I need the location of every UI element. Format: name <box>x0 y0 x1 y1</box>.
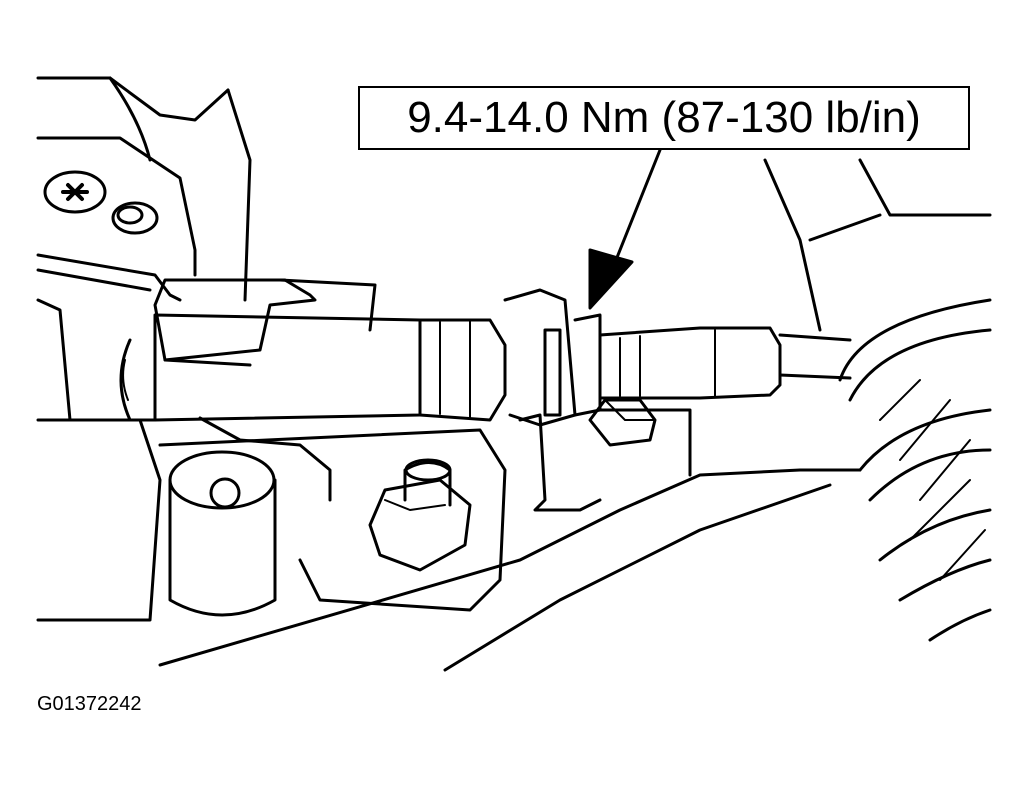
hose-icon <box>763 158 992 642</box>
bracket-icon <box>153 278 602 512</box>
hex-nut-icon <box>368 458 472 572</box>
engine-housing-outline <box>36 76 252 422</box>
base-plate-outline <box>36 408 862 672</box>
sensor-icon <box>119 288 852 427</box>
bolt-icon <box>588 398 657 447</box>
screw-icon <box>43 170 159 235</box>
pointer-arrow-icon <box>588 148 662 310</box>
torque-callout: 9.4-14.0 Nm (87-130 lb/in) <box>358 86 970 150</box>
figure-id: G01372242 <box>37 693 142 715</box>
stud-icon <box>168 450 277 617</box>
